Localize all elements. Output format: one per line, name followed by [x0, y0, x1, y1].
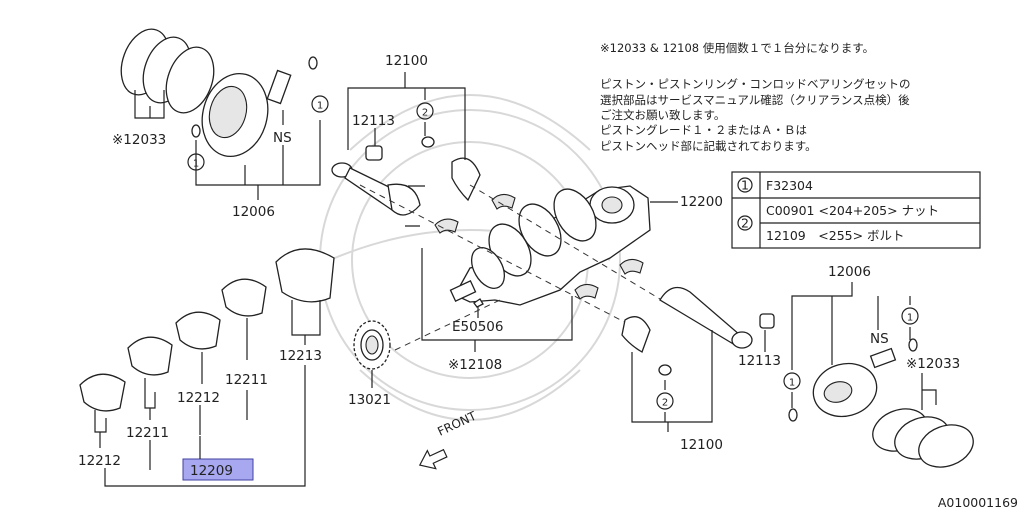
part-number: 12006 [232, 204, 275, 220]
part-number: 12213 [279, 348, 322, 364]
legend-text: 12109 <255> ボルト [766, 228, 905, 243]
marker-2-icon [656, 392, 674, 410]
sprocket [353, 320, 391, 370]
leader-set [421, 248, 573, 341]
legend-marker: 2 [741, 216, 749, 231]
part-number: 12100 [385, 53, 428, 69]
part-number: 12113 [738, 353, 781, 369]
marker-1-icon [901, 307, 919, 325]
note-line: ピストン・ピストンリング・コンロッドベアリングセットの [600, 77, 911, 91]
highlighted-part-number[interactable]: 12209 [190, 463, 233, 479]
leader-lines-conrod-bottom [631, 330, 766, 432]
marker-1-icon [311, 95, 329, 113]
marker-1-icon [187, 153, 205, 171]
part-number: 12113 [352, 113, 395, 129]
crank-bearings [434, 193, 644, 300]
connecting-rod-top [331, 136, 481, 227]
front-arrow-icon [418, 448, 448, 470]
legend-table: 1 F32304 2 C00901 <204+205> ナット 12109 <2… [731, 171, 981, 249]
note-line: ※12033 & 12108 使用個数１で１台分になります。 [600, 41, 874, 55]
part-number: ※12108 [448, 357, 502, 373]
marker-1-icon [783, 372, 801, 390]
marker-1-icon [737, 177, 753, 193]
piston-rings-right [872, 408, 974, 468]
marker-label: 1 [193, 159, 199, 170]
main-bearings [79, 248, 335, 412]
piston-rings-left [120, 28, 215, 114]
legend-marker: 1 [741, 178, 749, 193]
leader-lines-right [791, 282, 937, 410]
part-number: NS [870, 331, 889, 347]
marker-label: 2 [422, 108, 428, 119]
legend-text: F32304 [766, 178, 813, 193]
part-number: E50506 [452, 319, 503, 335]
diagram-id: A010001169 [938, 495, 1018, 510]
note-line: ピストンヘッド部に記載されております。 [600, 139, 817, 153]
leader-lines-left [134, 90, 321, 200]
piston-left [191, 56, 318, 158]
part-number: ※12033 [112, 132, 166, 148]
marker-label: 1 [317, 101, 323, 112]
part-number: 12212 [177, 390, 220, 406]
part-number: NS [273, 130, 292, 146]
note-line: 選択部品はサービスマニュアル確認（クリアランス点検）後 [600, 93, 910, 107]
part-number: ※12033 [906, 356, 960, 372]
marker-label: 1 [907, 313, 913, 324]
connecting-rod-bottom [621, 286, 775, 376]
highlighted-part[interactable]: 12209 [182, 458, 254, 481]
marker-label: 2 [662, 398, 668, 409]
note-line: ピストングレード１・２またはＡ・Ｂは [600, 123, 807, 137]
leader-lines-bearings [94, 300, 321, 487]
part-number: 12006 [828, 264, 871, 280]
piston-right [788, 338, 918, 422]
legend-text: C00901 <204+205> ナット [766, 203, 939, 218]
part-number: 12211 [225, 372, 268, 388]
crankshaft [449, 185, 651, 308]
part-number: 12200 [680, 194, 723, 210]
notes-block: ※12033 & 12108 使用個数１で１台分になります。 ピストン・ピストン… [600, 41, 911, 153]
front-label: FRONT [435, 408, 479, 438]
part-number: 12100 [680, 437, 723, 453]
leader-lines-conrod-top [347, 72, 466, 160]
part-number: 12211 [126, 425, 169, 441]
marker-2-icon [737, 215, 753, 231]
marker-label: 1 [789, 378, 795, 389]
part-number: 12212 [78, 453, 121, 469]
part-number: 13021 [348, 392, 391, 408]
note-line: ご注文お願い致します。 [600, 108, 725, 122]
marker-2-icon [416, 102, 434, 120]
